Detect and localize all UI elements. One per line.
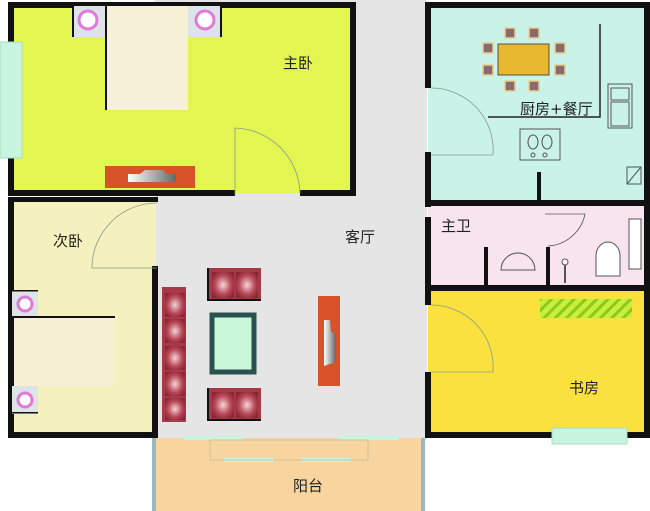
label-study: 书房 [569,379,599,397]
coffee-table [209,312,257,375]
bookshelf [540,299,632,318]
loveseat-top [207,268,261,301]
second-bedroom-door-swing [91,202,158,269]
label-second-bedroom: 次卧 [53,232,83,250]
radiator-icon [628,218,642,270]
lamp-icon [16,391,34,409]
label-living-room: 客厅 [345,228,375,246]
second-bed [14,318,114,386]
tv-icon [128,170,176,182]
balcony-side-right [421,438,425,511]
kitchen-counter [488,24,601,118]
master-window [0,41,23,159]
vent-icon [626,166,642,185]
washbasin-icon [500,252,536,271]
study-door-swing [430,304,494,373]
label-master-bath: 主卫 [441,217,471,235]
master-door-swing [234,127,301,195]
label-kitchen-dining: 厨房+餐厅 [520,100,593,118]
sink-icon [607,83,633,129]
lamp-icon [77,9,99,31]
study-window [551,427,628,445]
walls [8,2,650,438]
tv-icon [324,320,336,366]
lamp-icon [16,295,34,313]
kitchen-door-swing [430,87,494,156]
master-bed [106,6,188,110]
long-sofa [162,287,186,422]
balcony-door-right [338,436,398,440]
balcony-side-left [152,438,156,511]
dining-table [497,43,550,76]
label-master-bedroom: 主卧 [283,54,313,72]
loveseat-bottom [207,388,261,421]
shower-head-icon [561,258,569,266]
balcony-door-frame [209,439,369,461]
stove-icon [519,128,561,161]
toilet-icon [595,241,621,277]
dining-chairs [482,27,566,92]
balcony-floor [155,438,424,511]
bath-door-swing [545,213,586,247]
label-balcony: 阳台 [293,477,323,495]
lamp-icon [194,9,216,31]
balcony-door-left [183,436,243,440]
